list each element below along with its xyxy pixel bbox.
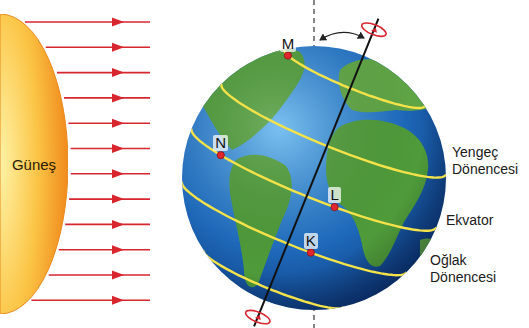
sun-ray	[46, 46, 150, 48]
rotation-ring	[360, 20, 388, 39]
ray-arrowhead	[112, 169, 124, 178]
sun-ray	[59, 249, 150, 251]
ray-arrowhead	[112, 43, 124, 52]
sun-ray	[69, 198, 150, 200]
latitude-label: Ekvator	[446, 212, 493, 229]
sun-ray	[71, 148, 150, 150]
point-letter: L	[328, 187, 340, 203]
ray-arrowhead	[112, 119, 124, 128]
ray-arrowhead	[112, 68, 124, 77]
rotation-ring	[244, 308, 272, 327]
sun-ray	[25, 21, 150, 23]
point-letter: M	[280, 36, 297, 52]
tilt-arrow	[320, 32, 364, 40]
ray-arrowhead	[112, 220, 124, 229]
ray-arrowhead	[112, 195, 124, 204]
rotation-rings	[244, 20, 388, 326]
sun: Güneş	[0, 14, 68, 314]
sun-label: Güneş	[12, 156, 56, 173]
sun-body	[0, 14, 68, 314]
sun-ray	[64, 97, 150, 99]
latitude-label: Oğlak Dönencesi	[430, 252, 496, 286]
sun-ray	[68, 122, 150, 124]
ray-arrowhead	[112, 245, 124, 254]
sun-ray	[71, 173, 150, 175]
latitude-label: Yengeç Dönencesi	[452, 144, 518, 178]
ring-arrowhead	[255, 315, 261, 320]
sun-ray	[49, 274, 150, 276]
earth-axis	[254, 19, 378, 327]
sun-ray	[57, 72, 150, 74]
ray-arrowhead	[112, 18, 124, 27]
ray-arrowhead	[112, 144, 124, 153]
location-dot	[217, 152, 224, 159]
point-letter: N	[213, 135, 228, 151]
ring-arrowhead	[371, 28, 377, 33]
continents	[182, 37, 446, 310]
sun-ray	[65, 224, 150, 226]
ray-arrowhead	[112, 296, 124, 305]
location-dot	[331, 204, 338, 211]
ray-arrowhead	[112, 271, 124, 280]
ray-arrowhead	[112, 93, 124, 102]
sun-ray	[31, 299, 150, 301]
location-dots	[217, 52, 338, 256]
location-dot	[284, 52, 291, 59]
point-letter: K	[304, 233, 318, 249]
location-dot	[307, 249, 314, 256]
